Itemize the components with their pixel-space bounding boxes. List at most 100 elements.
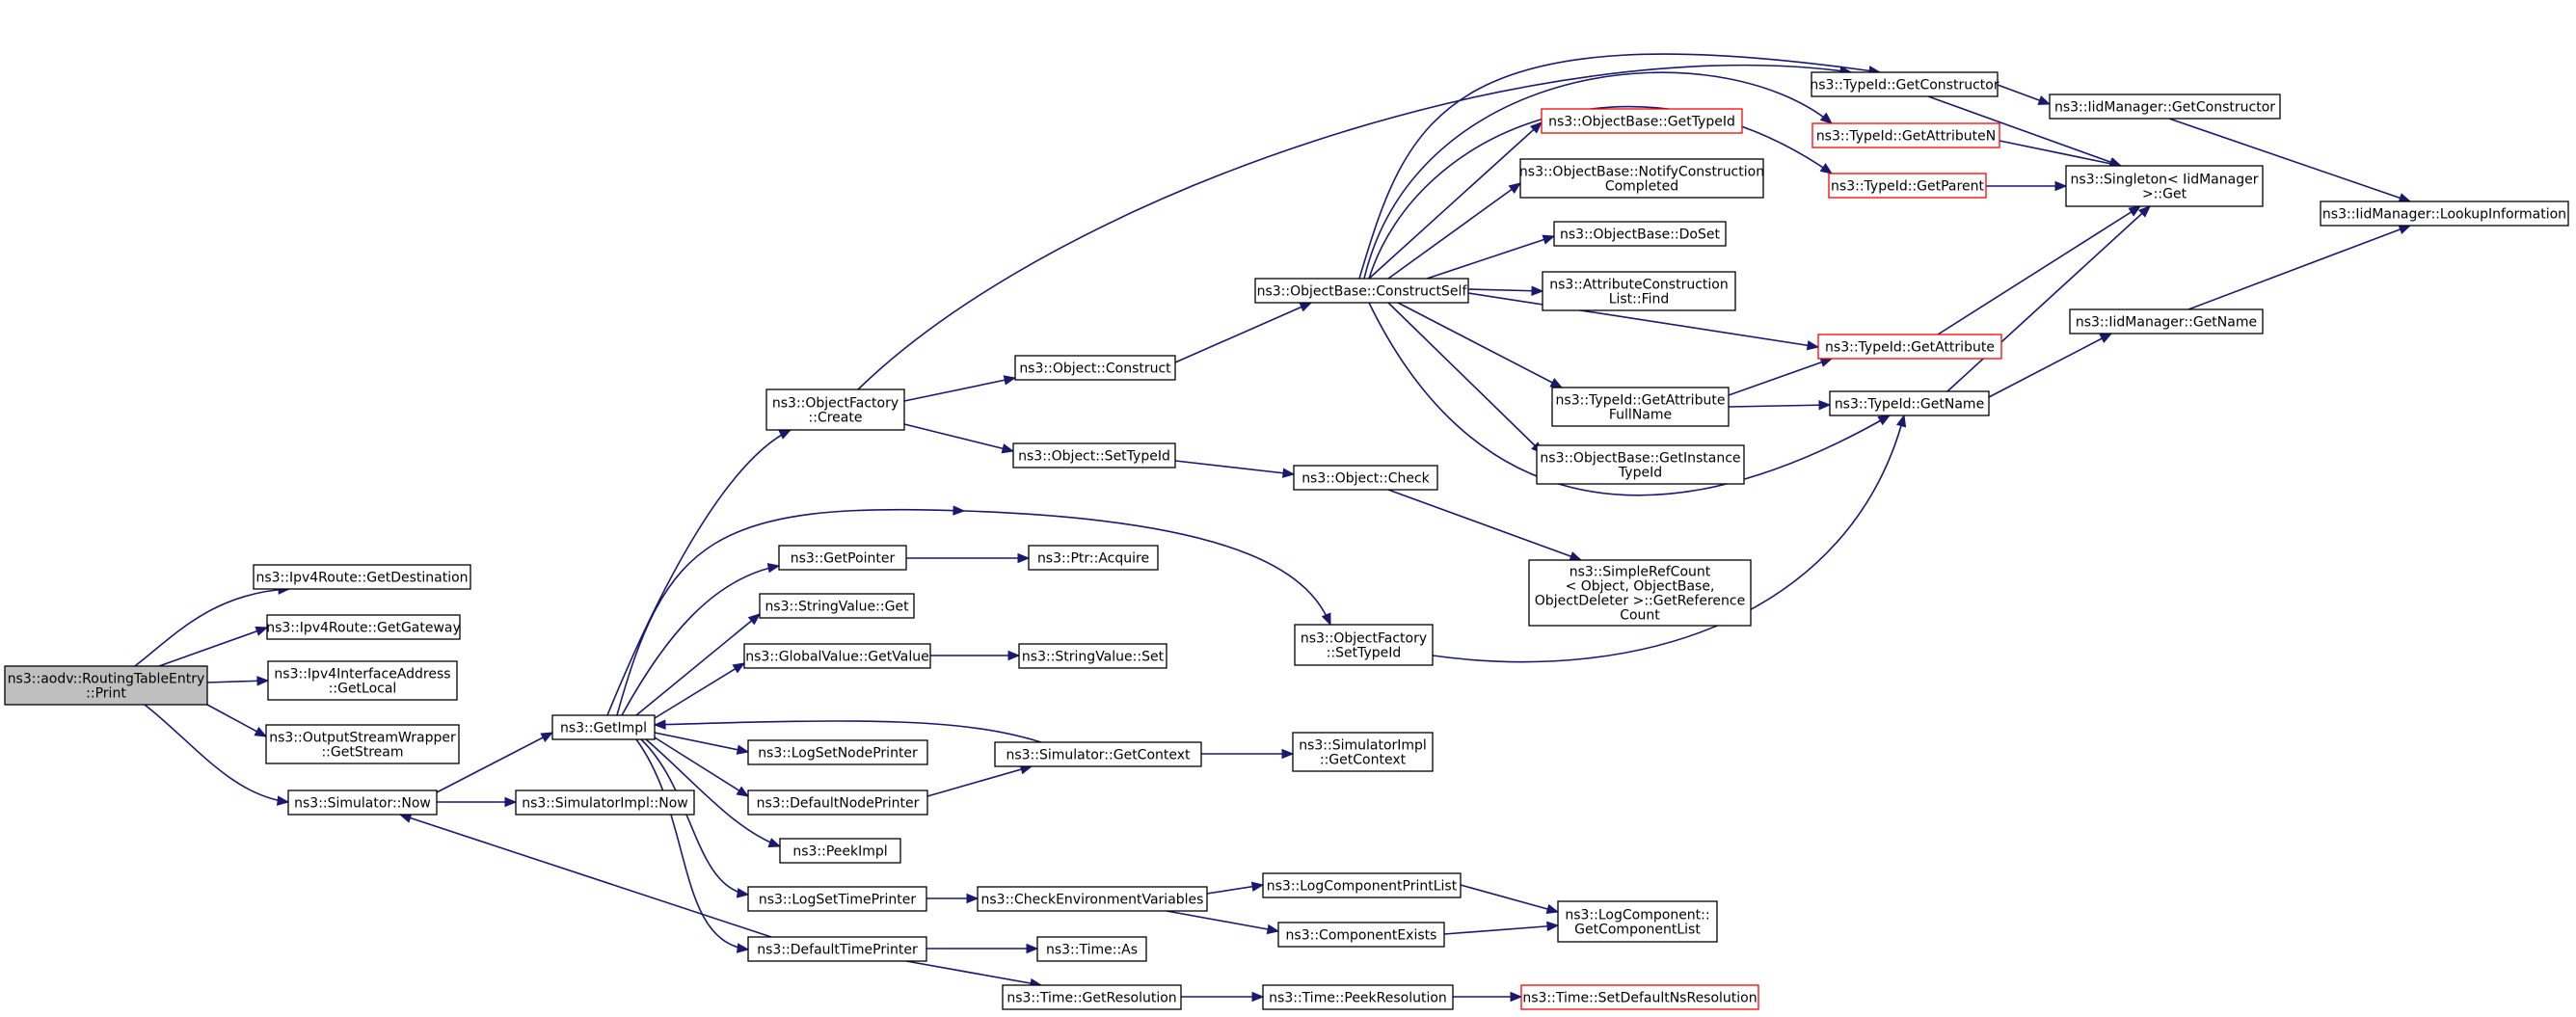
node-ofsettypeid[interactable]: ns3::ObjectFactory::SetTypeId bbox=[1294, 624, 1434, 666]
node-label: ns3::Ipv4InterfaceAddress bbox=[274, 667, 450, 682]
node-root[interactable]: ns3::aodv::RoutingTableEntry::Print bbox=[4, 665, 208, 706]
node-defnode[interactable]: ns3::DefaultNodePrinter bbox=[747, 790, 928, 816]
edge-line bbox=[857, 64, 1852, 390]
node-getpointer[interactable]: ns3::GetPointer bbox=[778, 545, 907, 571]
node-logcompget[interactable]: ns3::LogComponent::GetComponentList bbox=[1557, 900, 1718, 943]
node-box bbox=[1293, 465, 1438, 491]
node-label: ::GetStream bbox=[321, 745, 403, 761]
node-logsettime[interactable]: ns3::LogSetTimePrinter bbox=[747, 886, 927, 912]
node-iidgetctor[interactable]: ns3::IidManager::GetConstructor bbox=[2049, 94, 2281, 120]
node-timegetres[interactable]: ns3::Time::GetResolution bbox=[1002, 984, 1182, 1010]
node-label: Count bbox=[1620, 608, 1660, 624]
edge-simnow-getimpl bbox=[436, 732, 554, 793]
node-simimplnow[interactable]: ns3::SimulatorImpl::Now bbox=[515, 790, 695, 816]
arrowhead bbox=[2398, 225, 2412, 234]
edge-line bbox=[1426, 235, 1555, 280]
edge-deftime-timegetres bbox=[905, 960, 1043, 989]
edge-getimpl-defnode bbox=[654, 736, 750, 797]
edge-getimpl-ofsettypeid bbox=[616, 505, 966, 716]
node-dest[interactable]: ns3::Ipv4Route::GetDestination bbox=[253, 564, 471, 590]
node-label: ns3::AttributeConstruction bbox=[1549, 278, 1728, 293]
node-peekimpl[interactable]: ns3::PeekImpl bbox=[779, 838, 901, 864]
node-box bbox=[1262, 984, 1454, 1010]
edge-tidgetattr-singleton bbox=[1937, 205, 2142, 335]
node-compexists[interactable]: ns3::ComponentExists bbox=[1277, 922, 1445, 948]
node-getlocal[interactable]: ns3::Ipv4InterfaceAddress::GetLocal bbox=[267, 660, 458, 701]
node-deftime[interactable]: ns3::DefaultTimePrinter bbox=[747, 936, 927, 962]
node-tidgetattr[interactable]: ns3::TypeId::GetAttribute bbox=[1817, 334, 2002, 360]
arrowhead bbox=[1251, 991, 1265, 1003]
arrowhead bbox=[2099, 333, 2113, 343]
node-label: ns3::Time::SetDefaultNsResolution bbox=[1522, 991, 1757, 1006]
arrowhead bbox=[1001, 443, 1015, 454]
node-svset[interactable]: ns3::StringValue::Set bbox=[1018, 643, 1167, 669]
node-svget[interactable]: ns3::StringValue::Get bbox=[759, 593, 915, 619]
node-label: ns3::IidManager::GetConstructor bbox=[2054, 100, 2275, 116]
node-logcompprint[interactable]: ns3::LogComponentPrintList bbox=[1262, 872, 1462, 898]
node-checkenv[interactable]: ns3::CheckEnvironmentVariables bbox=[977, 886, 1208, 912]
node-box bbox=[1018, 643, 1167, 669]
arrowhead bbox=[2037, 95, 2052, 105]
edge-root-simnow bbox=[144, 704, 290, 806]
node-getstream[interactable]: ns3::OutputStreamWrapper::GetStream bbox=[265, 724, 460, 764]
edge-line bbox=[1397, 302, 1563, 388]
edge-line bbox=[1728, 358, 1833, 396]
node-label: ns3::LogSetNodePrinter bbox=[758, 746, 918, 762]
node-simimplgetctx[interactable]: ns3::SimulatorImpl::GetContext bbox=[1292, 732, 1434, 772]
edge-iidgetname-iidlookup bbox=[2187, 225, 2412, 310]
node-obdoset[interactable]: ns3::ObjectBase::DoSet bbox=[1553, 221, 1727, 247]
node-ofcreate[interactable]: ns3::ObjectFactory::Create bbox=[765, 388, 905, 431]
node-tidgetparent[interactable]: ns3::TypeId::GetParent bbox=[1828, 173, 1987, 199]
node-objconstruct[interactable]: ns3::Object::Construct bbox=[1014, 355, 1176, 381]
node-objsettypeid[interactable]: ns3::Object::SetTypeId bbox=[1012, 442, 1176, 468]
node-box bbox=[2069, 308, 2264, 335]
node-box bbox=[515, 790, 695, 816]
node-box bbox=[1536, 444, 1745, 485]
node-getimpl[interactable]: ns3::GetImpl bbox=[551, 714, 656, 740]
node-box bbox=[1811, 71, 1999, 97]
node-tidgetname[interactable]: ns3::TypeId::GetName bbox=[1829, 390, 1990, 416]
node-objcheck[interactable]: ns3::Object::Check bbox=[1293, 465, 1438, 491]
node-gvgetvalue[interactable]: ns3::GlobalValue::GetValue bbox=[743, 643, 931, 669]
node-ptracquire[interactable]: ns3::Ptr::Acquire bbox=[1028, 545, 1159, 571]
node-label: ns3::Object::Check bbox=[1301, 471, 1430, 487]
node-simnow[interactable]: ns3::Simulator::Now bbox=[287, 790, 438, 816]
edge-cs-obnotify bbox=[1387, 182, 1522, 280]
edge-line bbox=[1999, 140, 2122, 167]
arrowhead bbox=[1819, 357, 1834, 367]
node-obnotify[interactable]: ns3::ObjectBase::NotifyConstructionCompl… bbox=[1519, 158, 1764, 199]
edge-tidgetname-iidgetname bbox=[1988, 333, 2113, 398]
edge-line bbox=[1927, 95, 2122, 167]
node-timeas[interactable]: ns3::Time::As bbox=[1036, 936, 1147, 962]
node-obgettypeid[interactable]: ns3::ObjectBase::GetTypeId bbox=[1541, 108, 1743, 134]
arrowhead bbox=[1877, 415, 1892, 426]
node-constructself[interactable]: ns3::ObjectBase::ConstructSelf bbox=[1254, 278, 1469, 304]
edge-getpointer-ofsettypeid bbox=[963, 510, 1331, 627]
edge-logcompprint-logcompget bbox=[1460, 884, 1560, 914]
node-singleton[interactable]: ns3::Singleton< IidManager>::Get bbox=[2065, 165, 2264, 207]
node-tidgetctor[interactable]: ns3::TypeId::GetConstructor bbox=[1810, 71, 1999, 97]
node-box bbox=[1542, 271, 1736, 311]
edge-line bbox=[903, 423, 1014, 452]
node-box bbox=[977, 886, 1208, 912]
node-gateway[interactable]: ns3::Ipv4Route::GetGateway bbox=[266, 614, 461, 640]
node-box bbox=[2049, 94, 2281, 120]
node-logsetnode[interactable]: ns3::LogSetNodePrinter bbox=[747, 739, 928, 765]
node-label: ns3::ObjectBase::DoSet bbox=[1560, 227, 1720, 243]
node-simgetctx[interactable]: ns3::Simulator::GetContext bbox=[994, 741, 1202, 767]
node-iidgetname[interactable]: ns3::IidManager::GetName bbox=[2069, 308, 2264, 335]
node-simplerefcount[interactable]: ns3::SimpleRefCount< Object, ObjectBase,… bbox=[1528, 559, 1752, 627]
node-tidgetattrn[interactable]: ns3::TypeId::GetAttributeN bbox=[1811, 122, 2000, 148]
edge-line bbox=[1467, 292, 1819, 348]
edge-defnode-simgetctx bbox=[926, 764, 1033, 797]
node-timepeekres[interactable]: ns3::Time::PeekResolution bbox=[1262, 984, 1454, 1010]
edge-line bbox=[635, 613, 761, 716]
node-timesetdef[interactable]: ns3::Time::SetDefaultNsResolution bbox=[1520, 984, 1759, 1010]
node-label: ns3::DefaultTimePrinter bbox=[757, 943, 918, 958]
edge-getimpl-logsettime bbox=[640, 738, 750, 898]
node-box bbox=[1828, 173, 1987, 199]
node-iidlookup[interactable]: ns3::IidManager::LookupInformation bbox=[2320, 201, 2569, 227]
